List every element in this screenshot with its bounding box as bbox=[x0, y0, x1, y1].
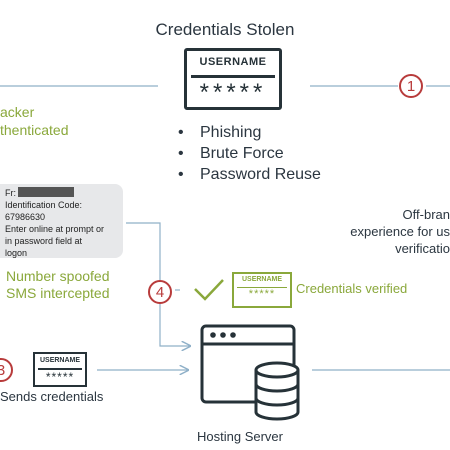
credentials-verified-label: Credentials verified bbox=[296, 281, 408, 296]
step-1-badge: 1 bbox=[399, 74, 423, 98]
method-label: Password Reuse bbox=[200, 166, 321, 183]
sent-credential-card: USERNAME ***** bbox=[33, 352, 87, 387]
server-window-icon bbox=[200, 324, 300, 421]
off-brand-line-3: verificatio bbox=[395, 241, 450, 256]
step-4-badge: 4 bbox=[148, 280, 172, 304]
attacker-text: acker thenticated bbox=[0, 103, 69, 139]
sms-line-1: Identification Code: bbox=[5, 200, 83, 210]
sends-credentials-label: Sends credentials bbox=[0, 389, 104, 404]
method-label: Brute Force bbox=[200, 145, 284, 162]
diagram-title: Credentials Stolen bbox=[155, 20, 295, 39]
username-label: USERNAME bbox=[199, 56, 267, 68]
spoof-line-1: Number spoofed bbox=[6, 268, 110, 284]
sent-username-label: USERNAME bbox=[39, 357, 81, 364]
sms-from-row: Fr: bbox=[5, 187, 119, 199]
verified-username-label: USERNAME bbox=[241, 276, 283, 283]
sms-message-bubble: Fr: Identification Code: 67986630 Enter … bbox=[0, 184, 123, 258]
sms-line-4: logon bbox=[5, 248, 28, 258]
verified-password-mask: ***** bbox=[248, 288, 276, 300]
database-icon bbox=[254, 361, 300, 421]
sms-code: 67986630 bbox=[5, 212, 46, 222]
method-item: •Phishing bbox=[178, 124, 262, 141]
sms-from-label: Fr: bbox=[5, 188, 16, 198]
redacted-sender bbox=[18, 187, 74, 197]
verified-divider bbox=[237, 287, 287, 288]
verified-credential-card: USERNAME ***** bbox=[232, 272, 292, 308]
spoof-text: Number spoofed SMS intercepted bbox=[6, 268, 110, 302]
sms-line-2: Enter online at prompt or bbox=[5, 224, 105, 234]
attacker-line-1: acker bbox=[0, 104, 35, 120]
spoof-line-2: SMS intercepted bbox=[6, 285, 110, 301]
password-mask: ***** bbox=[199, 79, 267, 106]
theft-methods-list: •Phishing •Brute Force •Password Reuse bbox=[178, 122, 321, 185]
off-brand-line-1: Off-bran bbox=[402, 207, 450, 222]
hosting-server-label: Hosting Server bbox=[197, 429, 283, 444]
field-divider bbox=[191, 75, 275, 78]
checkmark-icon bbox=[194, 279, 224, 301]
sent-password-mask: ***** bbox=[45, 370, 75, 384]
sms-connector bbox=[126, 222, 161, 280]
attacker-line-2: thenticated bbox=[0, 122, 69, 138]
sent-divider bbox=[38, 368, 82, 370]
stolen-credential-card: USERNAME ***** bbox=[184, 48, 282, 110]
method-item: •Brute Force bbox=[178, 145, 284, 162]
method-label: Phishing bbox=[200, 124, 262, 141]
sms-arrow bbox=[159, 303, 190, 346]
off-brand-line-2: experience for us bbox=[350, 224, 450, 239]
off-brand-text: Off-bran experience for us verificatio bbox=[330, 206, 450, 257]
sms-line-3: in password field at bbox=[5, 236, 83, 246]
method-item: •Password Reuse bbox=[178, 166, 321, 183]
